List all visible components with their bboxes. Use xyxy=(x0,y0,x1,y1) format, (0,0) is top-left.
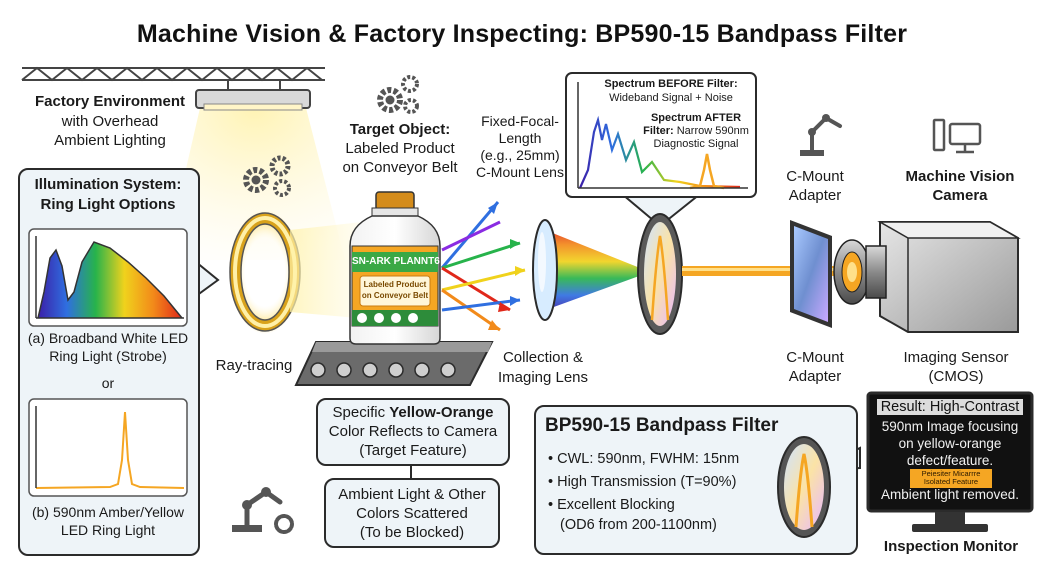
imaging-sensor-plate xyxy=(790,220,832,328)
highlight-text: Isolated Feature xyxy=(923,477,979,487)
monitor-line: on yellow-orange xyxy=(898,436,1002,451)
product-bottle xyxy=(349,191,441,345)
focused-light-cone xyxy=(540,228,650,312)
collection-lens-label: Collection & xyxy=(502,349,584,366)
monitor-result: Result: High-Contrast xyxy=(872,398,1028,416)
gears-icon xyxy=(243,155,291,197)
ambient-box xyxy=(324,478,500,548)
box-connector xyxy=(410,464,412,478)
scattered-rays xyxy=(440,201,526,332)
camera-heading: Camera xyxy=(932,187,988,204)
camera-heading: Machine Vision xyxy=(905,168,1015,185)
factory-line: Ambient Lighting xyxy=(54,132,166,149)
factory-heading: Factory Environment xyxy=(34,93,186,110)
lens-spec-label: (e.g., 25mm) xyxy=(480,147,560,163)
filter-bullet: • Excellent Blocking xyxy=(548,497,675,513)
monitor-result-text: Result: High-Contrast xyxy=(876,399,1024,415)
bottle-brand: SN-ARK PLANNT6 xyxy=(352,256,440,267)
highlight-text: Peiesiter Micarrre xyxy=(921,469,981,478)
filter-bullet: • CWL: 590nm, FWHM: 15nm xyxy=(548,451,740,467)
reflect-line: Color Reflects to Camera xyxy=(328,423,498,440)
spectrum-after-text: Diagnostic Signal xyxy=(653,138,739,150)
c-mount-adapter-label: C-Mount xyxy=(786,168,844,185)
option-b-label: LED Ring Light xyxy=(60,522,156,538)
bottle-label: on Conveyor Belt xyxy=(361,291,429,300)
lens-spec-label: C-Mount Lens xyxy=(476,164,564,180)
target-line: on Conveyor Belt xyxy=(342,159,458,176)
spectrum-after-heading: Spectrum AFTER xyxy=(650,112,742,124)
filter-bullet: • High Transmission (T=90%) xyxy=(548,474,737,490)
diagram-title: Machine Vision & Factory Inspecting: BP5… xyxy=(136,20,908,48)
c-mount-adapter xyxy=(833,239,871,305)
imaging-sensor-label: Imaging Sensor xyxy=(903,349,1009,366)
option-b-label: (b) 590nm Amber/Yellow xyxy=(31,504,184,520)
ceiling-truss xyxy=(21,66,325,82)
conveyor-belt xyxy=(294,341,494,386)
c-mount-adapter-label: Adapter xyxy=(788,187,842,204)
illumination-heading: Ring Light Options xyxy=(40,196,176,213)
spectrum-after-rest: Narrow 590nm xyxy=(673,125,749,137)
spectrum-before-text: Wideband Signal + Noise xyxy=(609,92,733,104)
collection-lens-label: Imaging Lens xyxy=(497,369,589,386)
reflect-highlight: Yellow-Orange xyxy=(389,404,494,421)
spectrum-after-bold: Filter: xyxy=(643,125,674,137)
option-a-label: Ring Light (Strobe) xyxy=(49,348,167,364)
option-a-label: (a) Broadband White LED xyxy=(27,330,189,346)
robot-arm-icon xyxy=(232,487,294,534)
reflect-box xyxy=(316,398,510,466)
gears-icon xyxy=(377,75,419,114)
monitor-caption: Inspection Monitor xyxy=(883,538,1019,555)
illumination-heading: Illumination System: xyxy=(34,176,182,193)
robot-arm-icon xyxy=(800,114,842,156)
spectrum-amber-led xyxy=(28,398,188,497)
filter-bullet-text: High Transmission (T=90%) xyxy=(557,474,737,490)
spectrum-before-heading: Spectrum BEFORE Filter: xyxy=(604,78,738,90)
filter-title: BP590-15 Bandpass Filter xyxy=(545,415,779,436)
machine-vision-camera xyxy=(865,221,1021,333)
computer-icon xyxy=(932,118,982,154)
reflect-line: Specific Yellow-Orange xyxy=(316,404,510,421)
ray-tracing-label: Ray-tracing xyxy=(215,357,293,374)
monitor-line: defect/feature. xyxy=(906,453,994,468)
spectrum-after-text: Filter: Narrow 590nm xyxy=(640,125,752,138)
filter-bullet-text: (OD6 from 200-1100nm) xyxy=(560,517,717,533)
factory-line: with Overhead xyxy=(61,113,159,130)
filter-thumbnail xyxy=(777,436,831,538)
ambient-line: Ambient Light & Other xyxy=(338,486,486,503)
monitor-line: Ambient light removed. xyxy=(880,487,1020,502)
reflect-line: (Target Feature) xyxy=(359,442,467,459)
ambient-line: Colors Scattered xyxy=(356,505,468,522)
target-line: Labeled Product xyxy=(345,140,455,157)
bottle-label: Labeled Product xyxy=(363,280,427,289)
c-mount-adapter-label: Adapter xyxy=(788,368,842,385)
filter-bullet-text: Excellent Blocking xyxy=(557,497,675,513)
monitor-line: 590nm Image focusing xyxy=(881,419,1019,434)
option-separator: or xyxy=(101,375,115,391)
lens-spec-label: Length xyxy=(498,130,542,146)
ambient-line: (To be Blocked) xyxy=(359,524,465,541)
filter-bullet-text: CWL: 590nm, FWHM: 15nm xyxy=(557,451,740,467)
reflect-text: Specific xyxy=(332,404,390,421)
c-mount-adapter-label: C-Mount xyxy=(786,349,844,366)
target-heading: Target Object: xyxy=(349,121,451,138)
collection-lens xyxy=(532,219,558,321)
imaging-sensor-label: (CMOS) xyxy=(928,368,984,385)
lens-spec-label: Fixed-Focal- xyxy=(481,113,559,129)
